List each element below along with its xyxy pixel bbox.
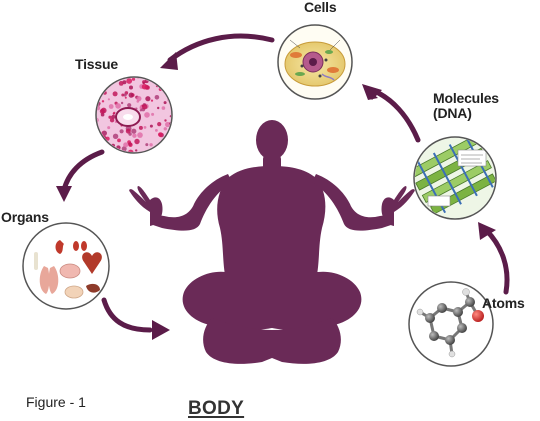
arrow-atoms-to-molecules (483, 227, 510, 295)
atoms-circle (408, 281, 494, 367)
tissue-circle (95, 76, 173, 154)
molecules-circle (413, 136, 497, 220)
body-title: BODY (188, 398, 245, 419)
label-molecules-line2: (DNA) (433, 105, 472, 121)
arrow-tissue-to-organs (61, 149, 105, 193)
cells-circle (277, 24, 353, 100)
arrow-heads (56, 52, 496, 340)
tissue-micrograph (97, 78, 171, 152)
arrow-molecules-to-cells (369, 87, 421, 143)
arrow-cells-to-tissue (167, 33, 275, 63)
figure-caption: Figure - 1 (26, 394, 86, 410)
label-cells: Cells (304, 0, 337, 15)
label-organs: Organs (1, 209, 49, 225)
body-silhouette (129, 120, 415, 364)
label-tissue: Tissue (75, 56, 118, 72)
label-molecules-line1: Molecules (433, 90, 499, 106)
label-atoms: Atoms (482, 295, 525, 311)
organs-circle (22, 222, 110, 310)
label-molecules: Molecules (DNA) (433, 91, 499, 121)
arrow-organs-to-body (101, 297, 153, 333)
